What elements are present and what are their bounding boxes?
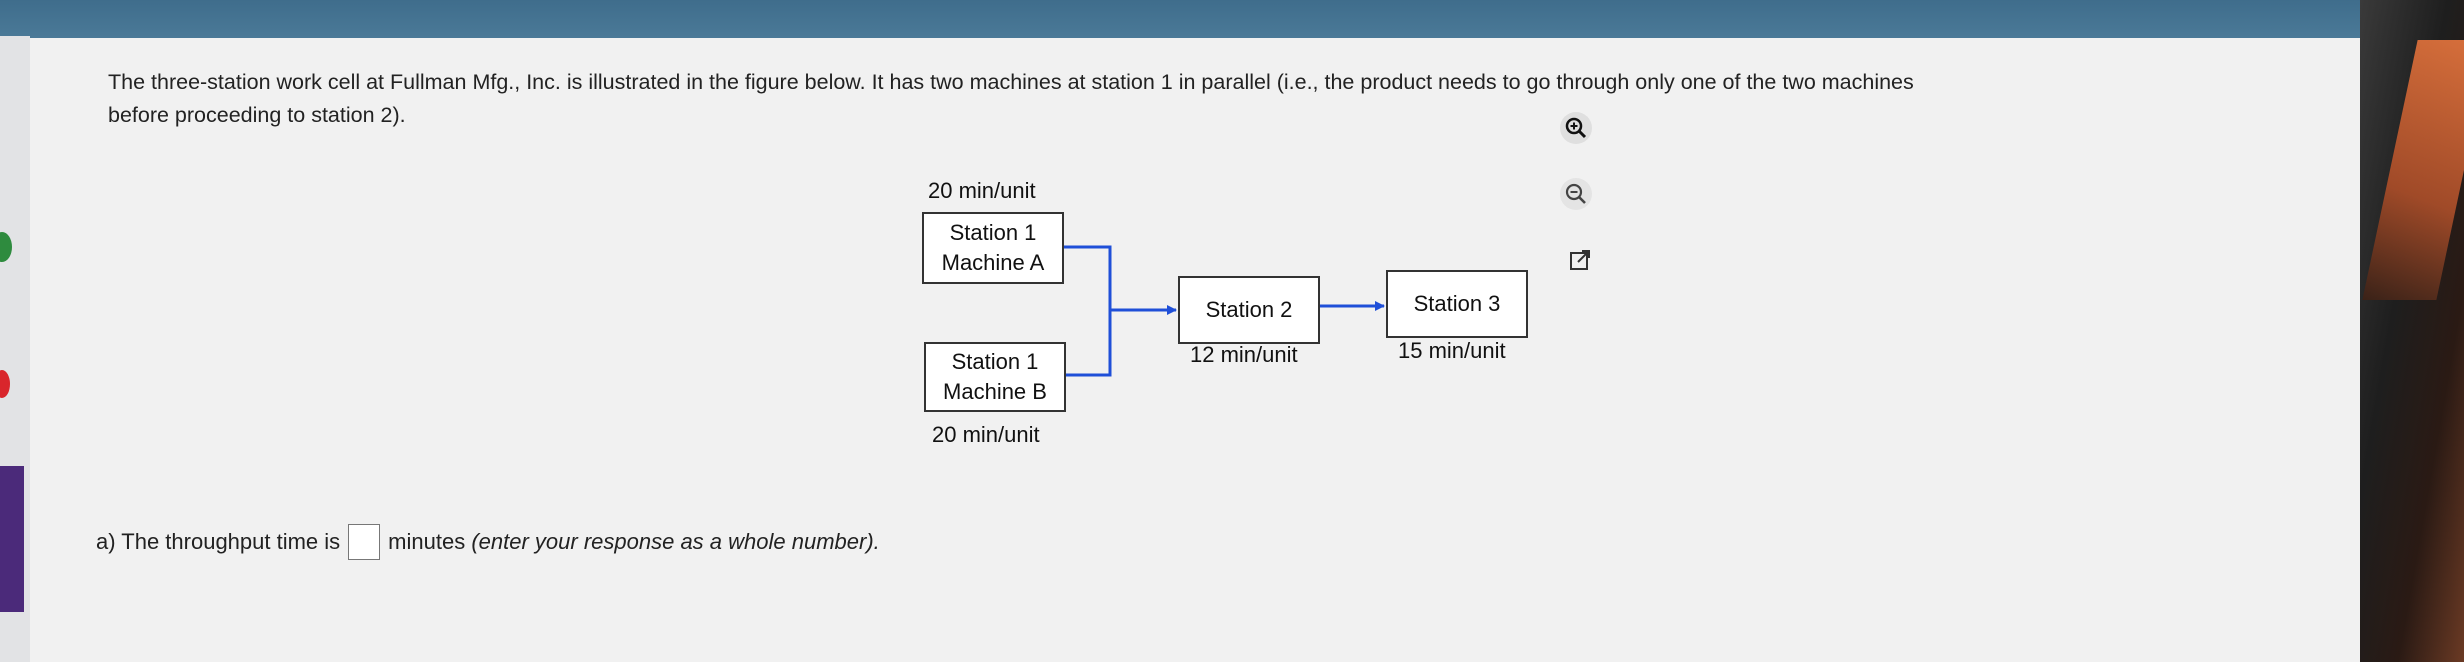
machine-b-rate: 20 min/unit [932,422,1040,447]
answer-suffix: minutes [388,529,466,554]
machine-a-line2: Machine A [941,250,1045,275]
station-2-rate: 12 min/unit [1190,342,1298,367]
status-dot-green[interactable] [0,232,12,262]
machine-b-line2: Machine B [943,379,1047,404]
station-2-label: Station 2 [1205,297,1293,322]
machine-a-line1: Station 1 [949,220,1037,245]
station-3-box: Station 3 [1386,270,1528,338]
answer-row: a) The throughput time is minutes (enter… [96,524,880,560]
content-panel [30,38,2360,662]
machine-a-rate: 20 min/unit [928,178,1036,203]
machine-b-box: Station 1 Machine B [924,342,1066,412]
zoom-out-icon [1560,178,1592,210]
throughput-time-input[interactable] [348,524,381,560]
answer-instruction: (enter your response as a whole number). [471,529,880,554]
external-link-icon [1570,250,1590,270]
top-bar [0,0,2464,40]
open-external-button[interactable] [1562,242,1598,278]
question-line-2: before proceeding to station 2). [108,103,406,127]
machine-b-line1: Station 1 [951,349,1039,374]
side-tab[interactable] [0,466,24,612]
question-line-1: The three-station work cell at Fullman M… [108,70,1914,94]
station-2-box: Station 2 [1178,276,1320,344]
station-3-label: Station 3 [1413,291,1501,316]
zoom-in-button[interactable] [1558,110,1594,146]
zoom-in-icon [1560,112,1592,144]
zoom-out-button[interactable] [1558,176,1594,212]
machine-a-box: Station 1 Machine A [922,212,1064,284]
station-3-rate: 15 min/unit [1398,338,1506,363]
status-dot-red[interactable] [0,370,10,398]
answer-prefix: a) The throughput time is [96,529,341,554]
question-text: The three-station work cell at Fullman M… [108,66,2268,132]
